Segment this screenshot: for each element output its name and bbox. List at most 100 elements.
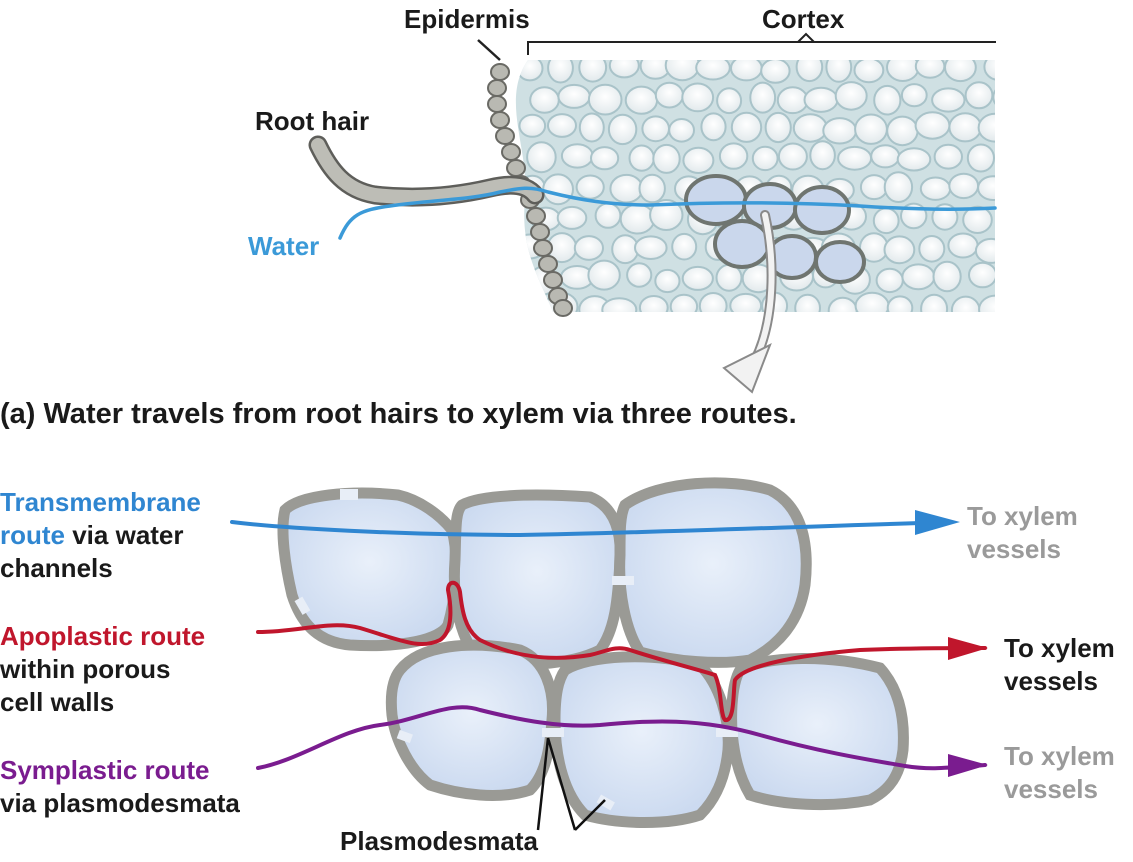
epidermis-cell (506, 159, 526, 177)
cortex-cell (681, 82, 715, 113)
cortex-cell (641, 115, 671, 143)
cortex-cell (920, 293, 949, 312)
root-hair-label: Root hair (255, 106, 370, 136)
cortex-cell (968, 261, 995, 289)
cortex-cell (883, 171, 914, 204)
cortex-cell (671, 232, 698, 261)
cortex-cell (594, 202, 622, 229)
cortex-cell (932, 260, 962, 293)
cortex-cell (977, 175, 995, 202)
cell-bottom-3 (726, 653, 909, 811)
cortex-cell (609, 173, 644, 204)
cortex-cell (547, 60, 574, 84)
water-path-line (338, 186, 997, 240)
plasmodesmata-label: Plasmodesmata (340, 826, 538, 856)
epidermis-cell (490, 111, 510, 129)
cortex-cell (515, 293, 545, 312)
cortex-cell (896, 147, 932, 172)
cortex-cell (730, 60, 763, 82)
cortex-cell (886, 295, 914, 312)
epidermis-cell (495, 127, 515, 145)
cortex-cell (948, 172, 980, 200)
symplastic-route-label: Symplastic route via plasmodesmata (0, 754, 240, 820)
cortex-cell (573, 235, 605, 261)
cortex-cell (700, 112, 727, 142)
cortex-cell (918, 235, 946, 263)
cortex-cell (624, 85, 659, 115)
cortex-cell (749, 81, 777, 114)
cortex-cell (682, 146, 715, 174)
transmembrane-route-label: Transmembrane route via water channels (0, 486, 201, 585)
cortex-cell (681, 265, 714, 291)
cortex-cell (557, 83, 591, 109)
epidermis-cell (553, 299, 573, 317)
symplastic-line1: Symplastic route (0, 755, 210, 785)
epidermis-cell (538, 255, 558, 273)
epidermis-cell (501, 143, 521, 161)
apoplastic-line3: cell walls (0, 687, 115, 717)
cortex-cell (931, 87, 966, 113)
cortex-cell (872, 207, 900, 235)
cortex-cell (529, 86, 560, 114)
symplastic-route-line (256, 705, 987, 771)
cortex-cell (825, 60, 853, 83)
cortex-cell (914, 60, 946, 79)
cortex-cell (607, 113, 638, 146)
cortex-cell (638, 295, 669, 312)
apoplastic-line2: within porous (0, 654, 171, 684)
cortex-cell (964, 81, 994, 110)
cortex-cell (698, 292, 728, 312)
cortex-cell (834, 81, 868, 111)
cortex-cell (919, 176, 952, 201)
apoplastic-route-label: Apoplastic route within porous cell wall… (0, 620, 205, 719)
cortex-cell (870, 144, 901, 169)
apoplastic-route-line (256, 580, 987, 722)
cortex-cell (974, 237, 995, 264)
cell-top-1 (277, 487, 462, 652)
symplastic-destination-label: To xylem vessels (1004, 740, 1115, 806)
cortex-cell (516, 60, 544, 82)
cortex-cell (587, 83, 623, 116)
cortex-cell (716, 87, 743, 115)
figure-caption: (a) Water travels from root hairs to xyl… (0, 398, 797, 431)
cortex-cell (526, 141, 557, 174)
cortex-cell (809, 140, 836, 171)
cortex-cell (944, 60, 977, 83)
transmembrane-dest-line2: vessels (967, 534, 1061, 564)
cortex-cell (751, 145, 779, 172)
cortex-cell (837, 145, 873, 171)
cortex-cell (626, 262, 653, 288)
transmembrane-line1: Transmembrane (0, 487, 201, 517)
epidermis-cell (543, 271, 563, 289)
cortex-cell (914, 111, 951, 140)
cortex-cell (578, 60, 608, 83)
zoom-callout-arrowhead (722, 342, 772, 394)
cortex-cell (992, 83, 995, 111)
cortex-cell (901, 263, 936, 291)
epidermis-cell (487, 79, 507, 97)
cortex-cell (792, 113, 828, 143)
cortex-cell (948, 112, 983, 143)
transmembrane-line2-rest: via water (65, 520, 184, 550)
symplastic-dest-line2: vessels (1004, 774, 1098, 804)
cortex-cell (718, 142, 749, 170)
cortex-cell (997, 269, 1029, 293)
cortex-cell (886, 115, 919, 147)
cortex-cell (590, 146, 620, 171)
cortex-cell (827, 296, 858, 312)
cortex-cell (668, 118, 695, 143)
transmembrane-line3: channels (0, 553, 113, 583)
cortex-cell (619, 203, 656, 235)
cortex-cell (822, 117, 858, 145)
plasmodesmata-leader-lines (536, 737, 606, 831)
cortex-cell (795, 60, 824, 83)
cortex-cell (947, 232, 979, 259)
cortex-cell (854, 113, 888, 145)
cortex-cell (983, 60, 995, 81)
cortex-cell (854, 291, 890, 312)
cortex-cell (601, 297, 638, 312)
cortex-cell (542, 173, 574, 206)
cortex-bracket (527, 41, 996, 55)
